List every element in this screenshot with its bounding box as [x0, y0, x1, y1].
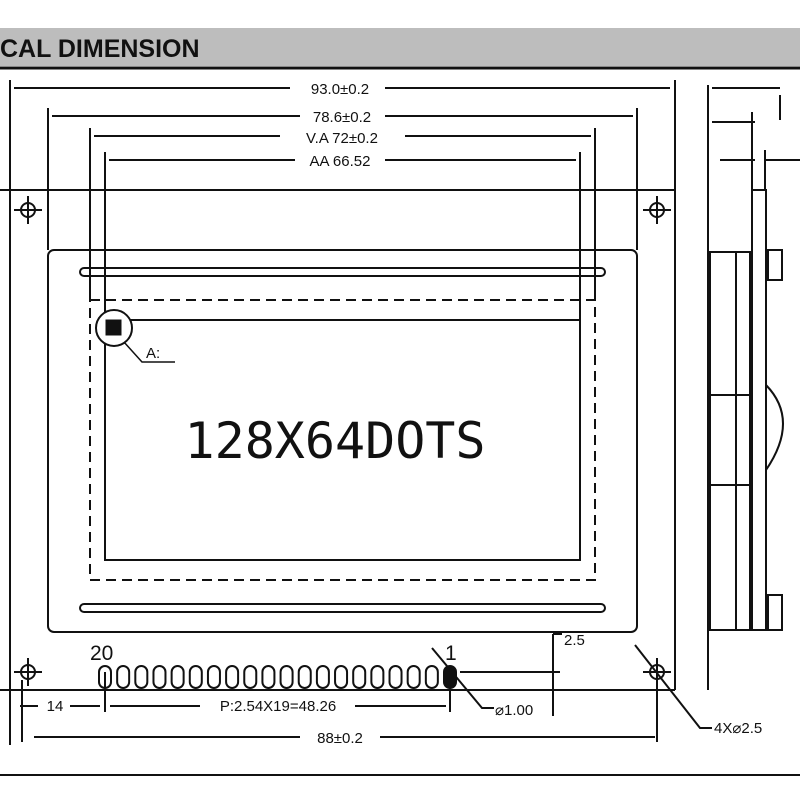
pin [243, 665, 258, 689]
dim-hole-span: 88±0.2 [317, 730, 363, 747]
dimension-lines [14, 87, 670, 161]
side-view [707, 85, 800, 690]
pin [424, 665, 439, 689]
pin [261, 665, 276, 689]
dim-pin-edge: 2.5 [564, 632, 585, 649]
pin [406, 665, 421, 689]
pin [152, 665, 167, 689]
dim-viewing-area: V.A 72±0.2 [306, 130, 378, 147]
bezel-bottom-bar [79, 603, 606, 613]
pin [116, 665, 131, 689]
pin1-leader [123, 341, 175, 363]
dim-mount-holes: 4X⌀2.5 [714, 720, 762, 737]
pin-row [98, 665, 457, 689]
pin [297, 665, 312, 689]
dim-active-area: AA 66.52 [310, 153, 371, 170]
pin1-marker-label: A: [146, 345, 160, 362]
pin [352, 665, 367, 689]
mounting-hole-icon [643, 196, 671, 224]
pin [334, 665, 349, 689]
pin-label-last: 1 [445, 642, 457, 665]
bottom-dimension-lines [20, 633, 712, 742]
pin [370, 665, 385, 689]
pin [170, 665, 185, 689]
pin [225, 665, 240, 689]
pin [188, 665, 203, 689]
dim-outline-width: 93.0±0.2 [311, 81, 369, 98]
pin [134, 665, 149, 689]
pin [315, 665, 330, 689]
dim-bezel-width: 78.6±0.2 [313, 109, 371, 126]
mounting-hole-icon [14, 196, 42, 224]
bezel-outline [47, 249, 638, 633]
dim-pin-diameter: ⌀1.00 [495, 702, 533, 719]
resolution-label: 128X64DOTS [184, 412, 485, 470]
section-title: CAL DIMENSION [0, 35, 200, 63]
mounting-hole-icon [14, 658, 42, 686]
active-area-outline [104, 319, 581, 561]
pin [279, 665, 294, 689]
viewing-area-outline [89, 299, 596, 581]
pin-label-first: 20 [90, 642, 113, 665]
header-band [0, 28, 800, 66]
mounting-holes [14, 196, 671, 686]
pin1-marker-square [105, 319, 122, 336]
dim-pin-offset: 14 [47, 698, 64, 715]
dim-pin-pitch: P:2.54X19=48.26 [220, 698, 336, 715]
pin [388, 665, 403, 689]
pin [206, 665, 221, 689]
bezel-top-bar [79, 267, 606, 277]
